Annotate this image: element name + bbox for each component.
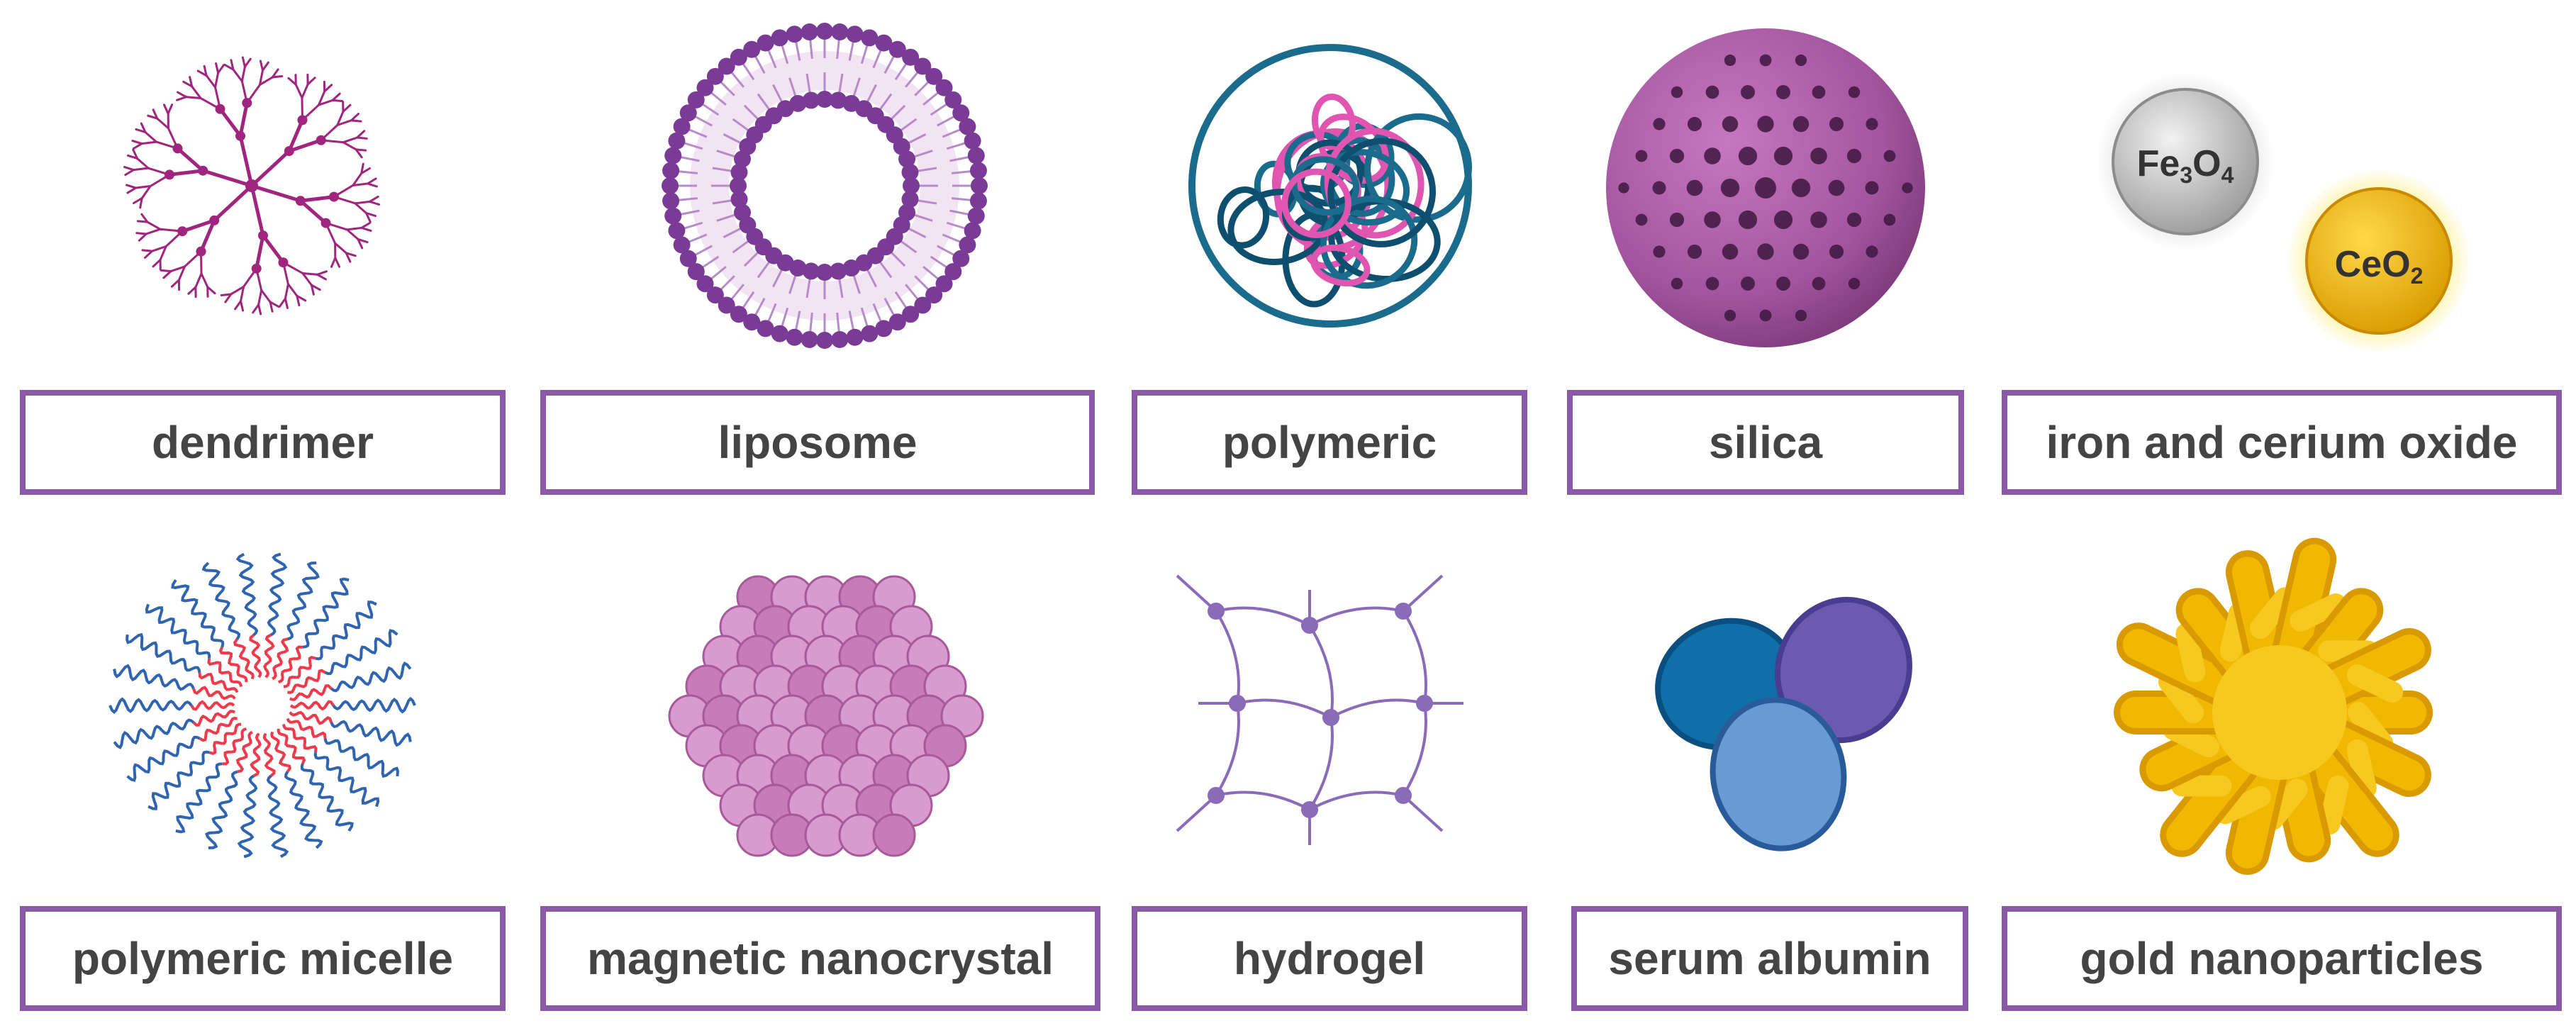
label-gold-nanoparticles: gold nanoparticles [2002, 906, 2562, 1011]
silica-nanoparticle-icon [1606, 28, 1925, 347]
label-text: serum albumin [1608, 933, 1931, 984]
magnetic-nanocrystal-icon [668, 575, 984, 857]
label-iron-and-cerium-oxide: iron and cerium oxide [2002, 390, 2562, 495]
metal-oxide-icon: Fe3O4 CeO2 [2097, 73, 2471, 353]
label-text: silica [1708, 417, 1823, 468]
label-dendrimer: dendrimer [20, 390, 506, 495]
ceo2-formula: CeO2 [2335, 244, 2424, 289]
label-text: dendrimer [152, 417, 374, 468]
label-hydrogel: hydrogel [1132, 906, 1527, 1011]
label-text: polymeric micelle [72, 933, 454, 984]
label-text: hydrogel [1233, 933, 1426, 984]
label-polymeric: polymeric [1132, 390, 1527, 495]
hydrogel-icon [1176, 574, 1463, 845]
serum-albumin-icon [1655, 596, 1912, 851]
label-liposome: liposome [540, 390, 1095, 495]
gold-nanoparticle-icon [2114, 537, 2433, 875]
label-text: magnetic nanocrystal [587, 933, 1054, 984]
label-text: liposome [718, 417, 918, 468]
fe3o4-formula: Fe3O4 [2137, 143, 2234, 188]
label-text: iron and cerium oxide [2046, 417, 2518, 468]
label-serum-albumin: serum albumin [1571, 906, 1968, 1011]
liposome-icon [662, 23, 988, 349]
label-silica: silica [1567, 390, 1964, 495]
polymeric-micelle-icon [108, 552, 416, 859]
label-magnetic-nanocrystal: magnetic nanocrystal [540, 906, 1100, 1011]
polymeric-nanoparticle-icon [1188, 44, 1472, 328]
dendrimer-icon [123, 56, 381, 315]
label-polymeric-micelle: polymeric micelle [20, 906, 506, 1011]
label-text: polymeric [1222, 417, 1437, 468]
label-text: gold nanoparticles [2080, 933, 2484, 984]
